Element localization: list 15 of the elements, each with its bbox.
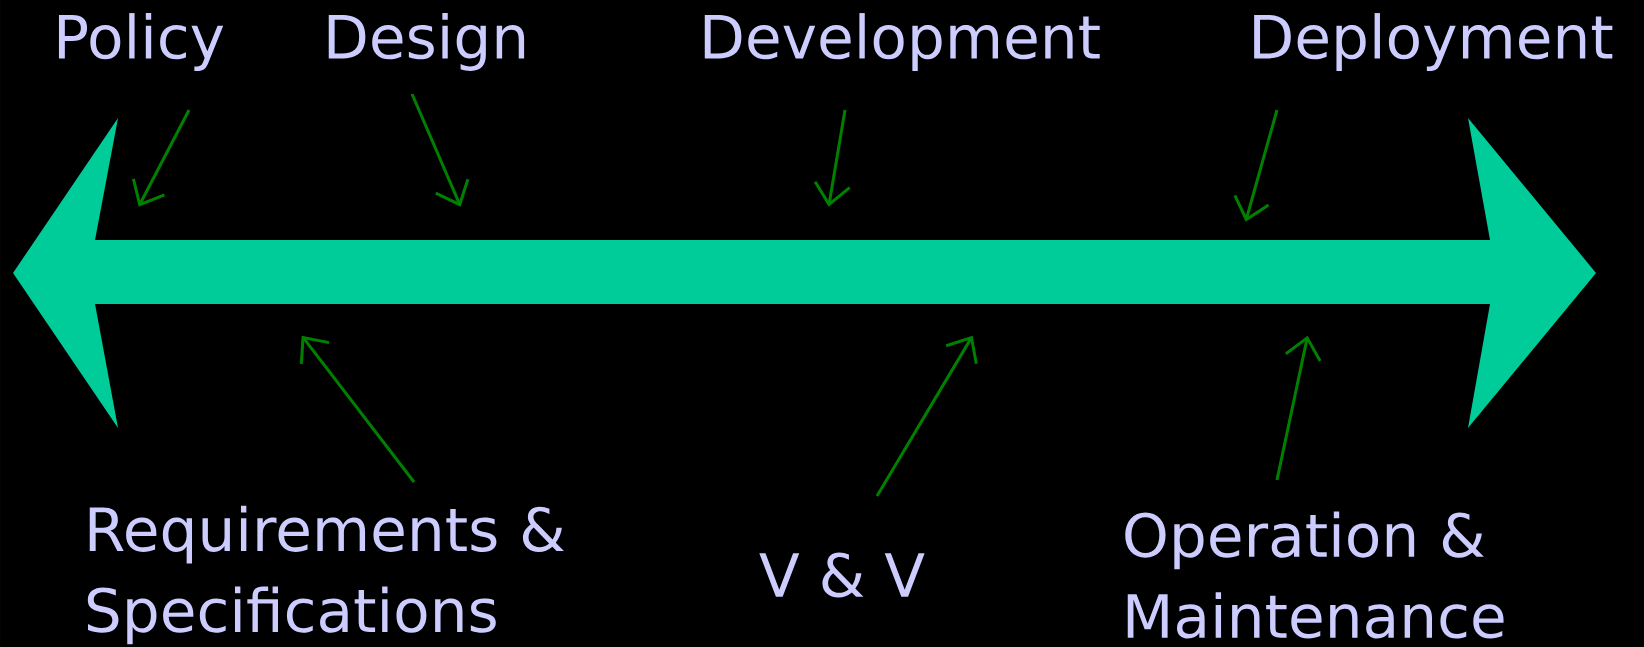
- arrow: [299, 335, 416, 483]
- phase-label: Operation & Maintenance: [1125, 511, 1504, 639]
- phase-label: Development: [704, 13, 1100, 71]
- arrow: [813, 109, 851, 207]
- arrow: [1275, 335, 1322, 481]
- phase-label: Deployment: [1254, 13, 1613, 71]
- double-arrow: [13, 118, 1596, 428]
- arrow: [131, 109, 191, 207]
- phase-label: Requirements & Specifications: [87, 505, 564, 645]
- arrow: [875, 335, 978, 497]
- phase-label: V & V: [759, 552, 925, 598]
- phase-label: Policy: [58, 13, 224, 71]
- phase-label: Design: [328, 13, 525, 71]
- arrow: [410, 93, 470, 207]
- arrow: [1233, 109, 1279, 222]
